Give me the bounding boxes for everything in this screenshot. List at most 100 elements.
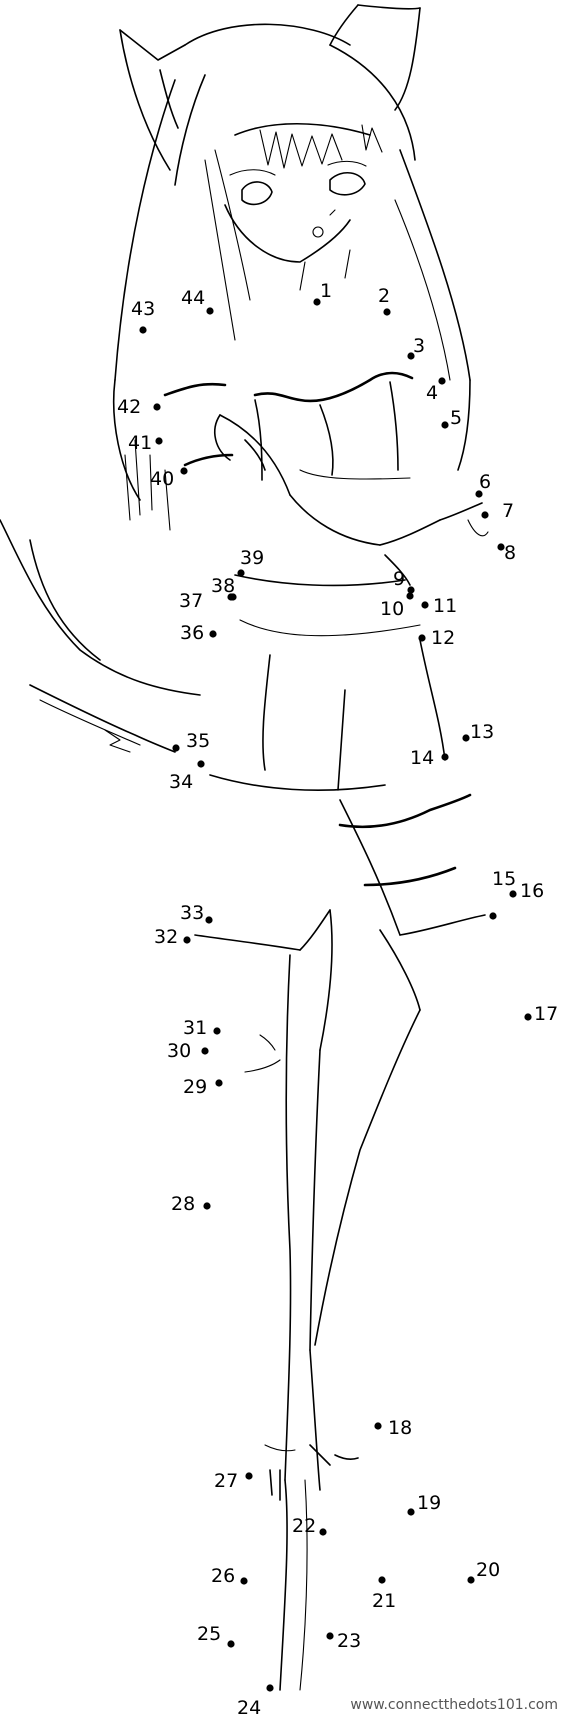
dot-marker (197, 760, 205, 768)
dot-marker (172, 744, 180, 752)
dot-43: 43 (131, 298, 155, 334)
dot-marker (229, 593, 237, 601)
dot-marker (407, 1508, 415, 1516)
dot-number: 1 (320, 280, 332, 302)
dot-6: 6 (475, 471, 491, 498)
dot-29: 29 (183, 1076, 223, 1098)
dot-number: 7 (502, 500, 514, 522)
dot-marker (319, 1528, 327, 1536)
dot-number: 38 (211, 575, 235, 597)
dot-number: 15 (492, 868, 516, 890)
dot-number: 19 (417, 1492, 441, 1514)
dot-marker (227, 1640, 235, 1648)
dot-number: 18 (388, 1417, 412, 1439)
dot-23: 23 (326, 1630, 361, 1652)
dot-24: 24 (237, 1684, 274, 1719)
dot-number: 20 (476, 1559, 500, 1581)
dot-8: 8 (497, 542, 516, 564)
dot-number: 4 (426, 382, 438, 404)
dot-5: 5 (441, 407, 462, 429)
dot-number: 35 (186, 730, 210, 752)
dot-4: 4 (426, 377, 446, 404)
dot-marker (378, 1576, 386, 1584)
dot-marker (326, 1632, 334, 1640)
dot-number: 43 (131, 298, 155, 320)
dot-marker (139, 326, 147, 334)
dot-number: 26 (211, 1565, 235, 1587)
dot-marker (237, 569, 245, 577)
dot-number: 13 (470, 721, 494, 743)
dot-marker (407, 586, 415, 594)
dot-marker (467, 1576, 475, 1584)
dot-12: 12 (418, 627, 455, 649)
dot-marker (524, 1013, 532, 1021)
dot-28: 28 (171, 1193, 211, 1215)
dot-marker (245, 1472, 253, 1480)
dot-number: 41 (128, 432, 152, 454)
dot-number: 29 (183, 1076, 207, 1098)
figure-outline (0, 4, 489, 1691)
dot-36: 36 (180, 622, 217, 644)
dot-number: 31 (183, 1017, 207, 1039)
dot-number: 5 (450, 407, 462, 429)
dot-40: 40 (150, 467, 188, 490)
dot-25: 25 (197, 1623, 235, 1648)
dot-marker (418, 634, 426, 642)
dot-38: 38 (211, 575, 237, 601)
dot-number: 37 (179, 590, 203, 612)
dot-marker (205, 916, 213, 924)
dot-number: 24 (237, 1697, 261, 1719)
dot-number: 17 (534, 1003, 558, 1025)
dot-number: 34 (169, 771, 193, 793)
dot-35: 35 (172, 730, 210, 752)
dot-32: 32 (154, 926, 191, 948)
dot-10: 10 (380, 592, 414, 620)
dot-11: 11 (421, 595, 457, 617)
dot-number: 21 (372, 1590, 396, 1612)
dot-number: 3 (413, 335, 425, 357)
dot-marker (180, 467, 188, 475)
dot-number: 11 (433, 595, 457, 617)
dot-13: 13 (462, 721, 494, 743)
dot-marker (203, 1202, 211, 1210)
dot-42: 42 (117, 396, 161, 418)
dot-number: 9 (393, 568, 405, 590)
dot-marker (481, 511, 489, 519)
dot-18: 18 (374, 1417, 412, 1439)
dot-9: 9 (393, 568, 415, 594)
dot-marker (201, 1047, 209, 1055)
dot-39: 39 (237, 547, 264, 577)
dot-19: 19 (407, 1492, 441, 1516)
dot-22: 22 (292, 1515, 327, 1537)
dot-marker (374, 1422, 382, 1430)
dot-30: 30 (167, 1040, 209, 1062)
dot-number: 27 (214, 1470, 238, 1492)
dot-21: 21 (372, 1576, 396, 1612)
dot-number: 32 (154, 926, 178, 948)
dot-marker (206, 307, 214, 315)
dot-marker (441, 421, 449, 429)
dot-31: 31 (183, 1017, 221, 1039)
dot-2: 2 (378, 285, 391, 316)
dot-number: 2 (378, 285, 390, 307)
dot-number: 40 (150, 468, 174, 490)
dot-27: 27 (214, 1470, 253, 1492)
dot-3: 3 (407, 335, 425, 360)
dot-number: 8 (504, 542, 516, 564)
dot-number: 14 (410, 747, 434, 769)
dot-marker (155, 437, 163, 445)
dot-marker (509, 890, 517, 898)
dot-marker (462, 734, 470, 742)
dot-marker (438, 377, 446, 385)
dot-17: 17 (524, 1003, 558, 1025)
dot-number: 23 (337, 1630, 361, 1652)
dot-marker (183, 936, 191, 944)
dot-number: 28 (171, 1193, 195, 1215)
dot-number: 33 (180, 902, 204, 924)
dot-marker (213, 1027, 221, 1035)
dot-number: 30 (167, 1040, 191, 1062)
dot-number: 6 (479, 471, 491, 493)
